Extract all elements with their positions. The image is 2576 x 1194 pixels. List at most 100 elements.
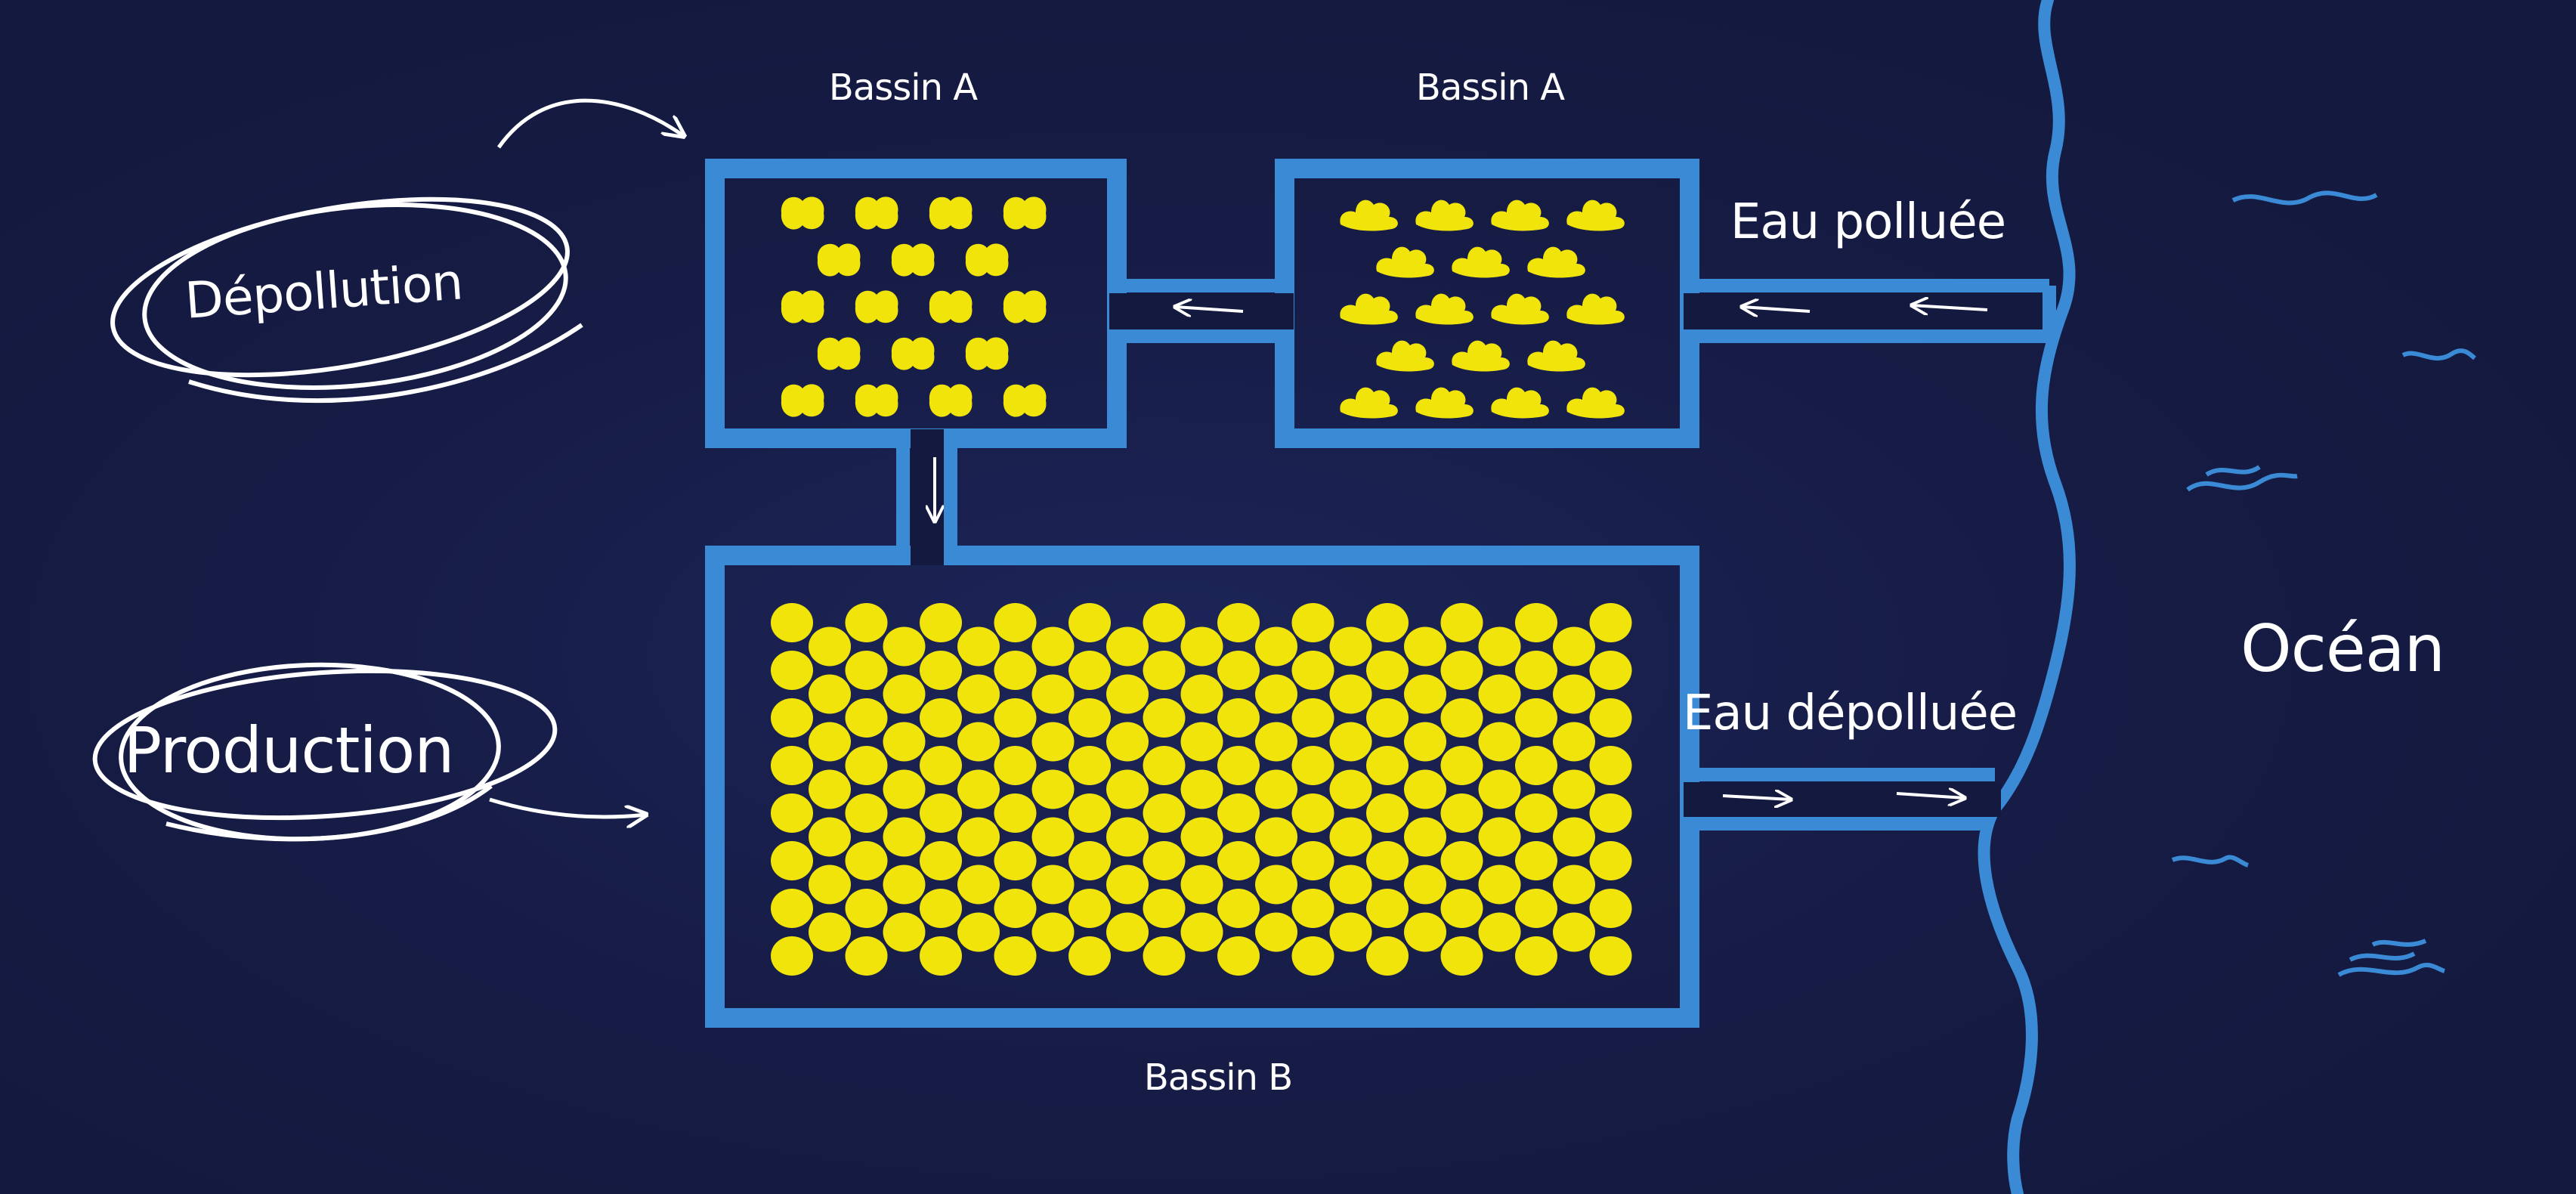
production-blob-icon [1106, 722, 1149, 762]
production-blob-icon [1478, 865, 1521, 905]
production-blob-icon [1478, 912, 1521, 952]
algae-blob-icon [1376, 246, 1434, 278]
production-blob-icon [1180, 626, 1223, 667]
production-blob-icon [1589, 603, 1632, 642]
production-blob-icon [845, 793, 888, 833]
production-blob-icon [809, 912, 851, 952]
production-blob-icon [1366, 841, 1409, 880]
production-blob-icon [1106, 865, 1149, 905]
production-blob-icon [1106, 674, 1149, 714]
production-blob-icon [1366, 698, 1409, 738]
shellfish-blob-icon [1003, 196, 1047, 230]
production-blob-icon [1440, 698, 1483, 738]
production-blob-icon [1366, 889, 1409, 928]
production-blob-icon [1366, 746, 1409, 785]
production-blob-icon [1143, 746, 1186, 785]
production-blob-icon [1068, 651, 1111, 690]
label-clean-water: Eau dépolluée [1683, 685, 2017, 741]
shellfish-blob-icon [929, 290, 973, 323]
production-blob-icon [1031, 626, 1075, 667]
production-blob-icon [1180, 722, 1223, 762]
production-blob-icon [1143, 936, 1186, 976]
depollution-circle [110, 196, 583, 403]
shellfish-blob-icon [929, 384, 973, 417]
production-blob-icon [1143, 889, 1186, 928]
production-blob-icon [1366, 603, 1409, 642]
algae-group [1340, 200, 1625, 419]
channel-clean-outlet [1690, 768, 1995, 831]
production-blob-icon [920, 936, 962, 976]
production-blob-icon [1068, 746, 1111, 785]
production-blob-icon [771, 651, 813, 690]
production-blob-icon [957, 769, 1000, 809]
production-blob-icon [883, 817, 926, 857]
production-blob-icon [1291, 603, 1334, 642]
production-blob-icon [1068, 698, 1111, 738]
production-blob-icon [1404, 912, 1446, 952]
arrow-icon [1722, 796, 1791, 800]
production-blob-icon [1217, 841, 1260, 880]
production-blob-icon [1217, 651, 1260, 690]
production-blob-icon [1068, 793, 1111, 833]
production-blob-icon [1291, 746, 1334, 785]
production-blob-icon [1031, 769, 1075, 809]
production-blob-icon [1478, 626, 1521, 667]
production-blob-icon [1553, 674, 1595, 714]
production-blob-icon [1478, 722, 1521, 762]
production-blob-icon [994, 746, 1037, 785]
production-blob-icon [1329, 912, 1372, 952]
shellfish-blob-icon [855, 290, 898, 323]
production-blob-icon [1329, 626, 1372, 667]
production-blob-icon [1329, 674, 1372, 714]
production-blob-icon [1106, 912, 1149, 952]
production-blob-icon [957, 865, 1000, 905]
production-blob-icon [994, 603, 1037, 642]
production-blob-icon [771, 746, 813, 785]
wave-icon [2337, 939, 2446, 977]
production-blob-icon [1478, 674, 1521, 714]
arrow-icon [496, 98, 684, 149]
production-blob-icon [1217, 746, 1260, 785]
shellfish-blob-icon [965, 337, 1009, 370]
production-blob-icon [1291, 841, 1334, 880]
production-blob-icon [920, 746, 962, 785]
production-blob-icon [1255, 912, 1297, 952]
wave-icon [2171, 855, 2250, 868]
production-blob-icon [809, 722, 851, 762]
production-blob-icon [1404, 865, 1446, 905]
arrow-icon [489, 797, 646, 817]
label-basin-a-right: Bassin A [1416, 67, 1565, 109]
production-blob-icon [1031, 865, 1075, 905]
production-blob-icon [883, 722, 926, 762]
production-blob-icon [809, 674, 851, 714]
production-blob-icon [1031, 817, 1075, 857]
coastline [1978, 0, 2076, 1194]
production-blob-icon [883, 626, 926, 667]
production-blob-icon [1180, 912, 1223, 952]
algae-blob-icon [1491, 387, 1549, 419]
algae-blob-icon [1452, 246, 1510, 278]
production-blob-icon [1291, 651, 1334, 690]
production-blob-icon [1589, 793, 1632, 833]
production-blob-icon [1589, 841, 1632, 880]
production-blob-icon [883, 912, 926, 952]
production-blob-icon [1255, 722, 1297, 762]
production-blob-icon [1366, 651, 1409, 690]
production-blob-icon [1329, 865, 1372, 905]
label-basin-a-left: Bassin A [829, 67, 978, 109]
production-blob-icon [883, 769, 926, 809]
production-blob-icon [845, 936, 888, 976]
label-ocean: Océan [2240, 611, 2445, 687]
production-blob-icon [994, 793, 1037, 833]
shellfish-blob-icon [817, 337, 861, 370]
production-blob-icon [920, 698, 962, 738]
production-blob-icon [1031, 722, 1075, 762]
production-blob-icon [1291, 698, 1334, 738]
production-blob-icon [1553, 865, 1595, 905]
production-blob-icon [1440, 889, 1483, 928]
production-blob-icon [1291, 889, 1334, 928]
production-blob-icon [1291, 793, 1334, 833]
production-blob-icon [1143, 841, 1186, 880]
production-blob-icon [1440, 651, 1483, 690]
